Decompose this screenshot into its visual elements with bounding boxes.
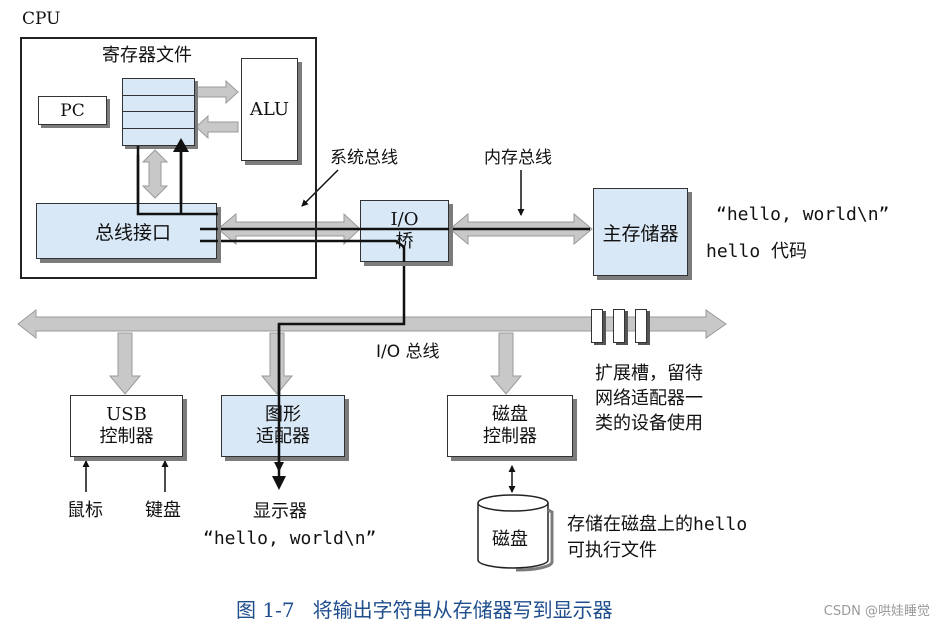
graphics-adapter: 图形 适配器 <box>221 395 345 457</box>
disk-controller-label-line2: 控制器 <box>483 426 537 447</box>
pc-label: PC <box>60 100 85 121</box>
disk-note-line1: 存储在磁盘上的hello <box>567 514 748 536</box>
display-string: “hello, world\n” <box>203 528 377 549</box>
disk-cylinder <box>477 494 554 572</box>
expansion-slot-2 <box>613 309 625 343</box>
graphics-bus-stub <box>260 332 294 395</box>
watermark: CSDN @哄娃睡觉 <box>823 604 930 619</box>
mouse-label: 鼠标 <box>67 500 103 521</box>
expansion-slots-note-line2: 网络适配器一 <box>595 388 703 409</box>
display-label: 显示器 <box>253 501 307 522</box>
bus-interface: 总线接口 <box>36 203 217 259</box>
memory-bus-label: 内存总线 <box>484 148 552 168</box>
disk-label: 磁盘 <box>492 529 528 550</box>
regfile-to-alu-arrow <box>195 79 239 105</box>
alu: ALU <box>241 58 298 161</box>
system-bus-label: 系统总线 <box>330 148 398 168</box>
usb-controller-label-line1: USB <box>106 403 147 425</box>
pc-register: PC <box>38 96 107 125</box>
register-file-label: 寄存器文件 <box>102 45 192 66</box>
disk-controller: 磁盘 控制器 <box>447 395 573 457</box>
figure-caption: 图 1-7 将输出字符串从存储器写到显示器 <box>236 594 613 623</box>
expansion-slots-note-line1: 扩展槽，留待 <box>595 363 703 384</box>
graphics-adapter-label-line2: 适配器 <box>256 426 310 447</box>
keyboard-label: 键盘 <box>145 500 181 521</box>
graphics-adapter-label-line1: 图形 <box>265 403 301 425</box>
io-bus-label-text: I/O 总线 <box>376 342 440 362</box>
main-memory-label: 主存储器 <box>602 222 679 245</box>
figure-number: 图 1-7 <box>236 598 295 622</box>
usb-controller: USB 控制器 <box>70 395 183 457</box>
memory-string-contents: “hello, world\n” <box>716 204 890 225</box>
disk-note-line1-text: 存储在磁盘上的hello <box>567 514 748 535</box>
alu-label: ALU <box>249 99 290 120</box>
usb-controller-label-line2: 控制器 <box>99 426 154 447</box>
bus-interface-label: 总线接口 <box>95 221 172 244</box>
system-bus-leader <box>301 169 339 207</box>
alu-to-regfile-arrow <box>195 114 239 140</box>
expansion-slots-note-line3: 类的设备使用 <box>595 413 703 434</box>
figure-caption-text: 将输出字符串从存储器写到显示器 <box>312 598 613 622</box>
disk-controller-label-line1: 磁盘 <box>492 403 528 425</box>
io-bridge: I/O 桥 <box>360 200 449 262</box>
memory-code-contents-text: hello 代码 <box>706 241 808 262</box>
io-bridge-label-line1: I/O <box>390 208 419 230</box>
disk-bus-stub <box>489 332 523 395</box>
cpu-label: CPU <box>22 9 61 29</box>
main-memory: 主存储器 <box>593 188 688 276</box>
usb-bus-stub <box>108 332 142 395</box>
expansion-slot-1 <box>591 309 603 343</box>
memory-code-contents: hello 代码 <box>706 241 808 263</box>
cpu-frame <box>20 37 317 279</box>
io-bridge-label-line2: 桥 <box>395 231 414 252</box>
io-bus-label: I/O 总线 <box>376 342 440 363</box>
disk-note-line2: 可执行文件 <box>567 540 657 561</box>
expansion-slot-3 <box>635 309 647 343</box>
register-file <box>122 78 195 146</box>
